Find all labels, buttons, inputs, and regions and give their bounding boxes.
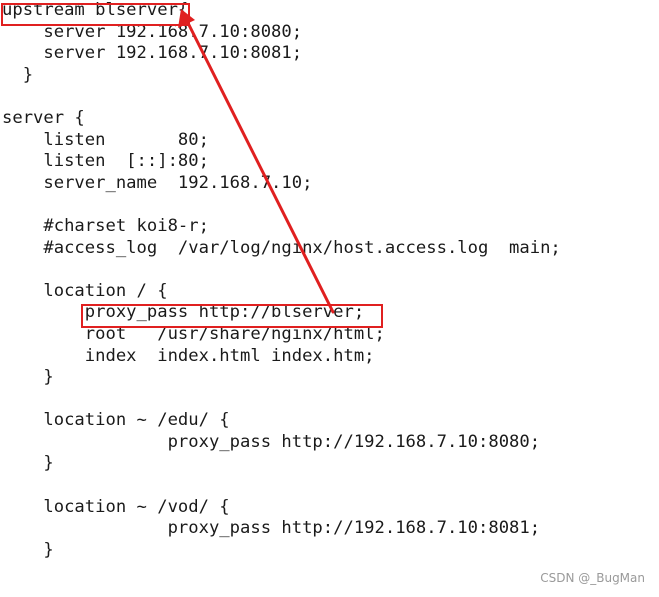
code-line xyxy=(2,194,561,216)
code-line: root /usr/share/nginx/html; xyxy=(2,323,385,344)
code-line: proxy_pass http://192.168.7.10:8081; xyxy=(2,518,541,539)
code-line xyxy=(2,86,561,108)
code-line: location ~ /vod/ { xyxy=(2,496,230,517)
code-line: } xyxy=(2,453,54,474)
code-line: server { xyxy=(2,107,85,128)
code-line xyxy=(2,259,561,281)
code-line: listen [::]:80; xyxy=(2,151,209,172)
code-line-upstream: upstream blserver{ xyxy=(2,0,189,20)
code-line: } xyxy=(2,64,34,85)
code-line xyxy=(2,389,561,411)
code-line: #access_log /var/log/nginx/host.access.l… xyxy=(2,237,561,258)
code-line: } xyxy=(2,539,54,560)
code-line: listen 80; xyxy=(2,129,209,150)
code-line: server_name 192.168.7.10; xyxy=(2,172,313,193)
code-line-proxy-pass: proxy_pass http://blserver; xyxy=(2,302,365,323)
watermark: CSDN @_BugMan xyxy=(540,571,645,585)
code-line: proxy_pass http://192.168.7.10:8080; xyxy=(2,431,541,452)
code-line: } xyxy=(2,367,54,388)
code-line: server 192.168.7.10:8080; xyxy=(2,21,303,42)
code-line: index index.html index.htm; xyxy=(2,345,375,366)
code-line: location / { xyxy=(2,280,168,301)
code-line: location ~ /edu/ { xyxy=(2,410,230,431)
code-line xyxy=(2,475,561,497)
code-line: #charset koi8-r; xyxy=(2,215,209,236)
nginx-config-code: upstream blserver{ server 192.168.7.10:8… xyxy=(2,0,561,561)
code-line: server 192.168.7.10:8081; xyxy=(2,43,303,64)
